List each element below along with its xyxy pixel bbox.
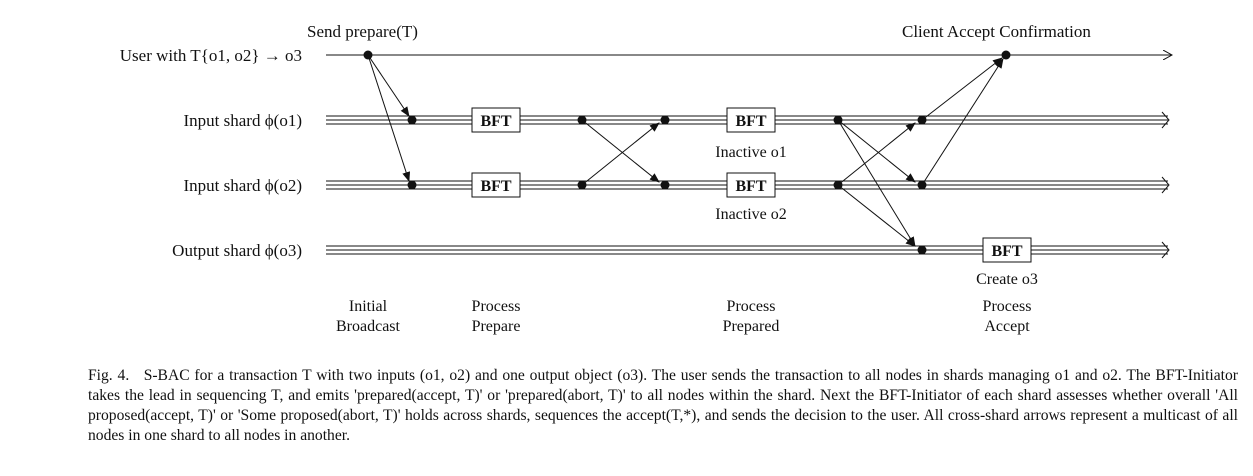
caption-label: Fig. 4. — [88, 367, 130, 384]
bft-box-input1-prepare: BFT — [471, 107, 521, 133]
bft-box-input1-prepared: BFT — [726, 107, 776, 133]
row-label-input2: Input shard ϕ(o2) — [184, 176, 302, 195]
svg-text:BFT: BFT — [480, 113, 511, 130]
note-inactive-o2: Inactive o2 — [715, 206, 787, 223]
svg-text:BFT: BFT — [991, 243, 1022, 260]
row-label-input1: Input shard ϕ(o1) — [184, 111, 302, 130]
phase-label-process-prepared-2: Prepared — [723, 318, 780, 335]
phase-label-initial-broadcast-2: Broadcast — [336, 318, 401, 335]
sbac-diagram: Send prepare(T) Client Accept Confirmati… — [120, 22, 1253, 335]
phase-label-process-prepare-2: Prepare — [472, 318, 521, 335]
send-prepare-label: Send prepare(T) — [307, 22, 418, 41]
shard-timeline-output — [326, 241, 1170, 259]
svg-text:BFT: BFT — [480, 178, 511, 195]
svg-text:BFT: BFT — [735, 178, 766, 195]
bft-box-input2-prepared: BFT — [726, 172, 776, 198]
phase-label-process-accept-2: Accept — [984, 318, 1030, 335]
bft-box-output-accept: BFT — [982, 237, 1032, 263]
event-dots — [363, 50, 1011, 255]
phase-label-process-accept-1: Process — [983, 298, 1032, 315]
note-inactive-o1: Inactive o1 — [715, 144, 787, 161]
note-create-o3: Create o3 — [976, 271, 1038, 288]
phase-label-process-prepare-1: Process — [472, 298, 521, 315]
phase-label-initial-broadcast-1: Initial — [349, 298, 388, 315]
row-label-output: Output shard ϕ(o3) — [172, 241, 302, 260]
svg-text:BFT: BFT — [735, 113, 766, 130]
row-label-user: User with T{o1, o2} → o3 — [120, 46, 302, 65]
caption-text: S-BAC for a transaction T with two input… — [88, 367, 1239, 444]
phase-label-process-prepared-1: Process — [727, 298, 776, 315]
message-arrows — [367, 54, 1004, 247]
bft-box-input2-prepare: BFT — [471, 172, 521, 198]
client-accept-label: Client Accept Confirmation — [902, 22, 1091, 41]
figure-caption: Fig. 4. S-BAC for a transaction T with t… — [88, 366, 1238, 446]
